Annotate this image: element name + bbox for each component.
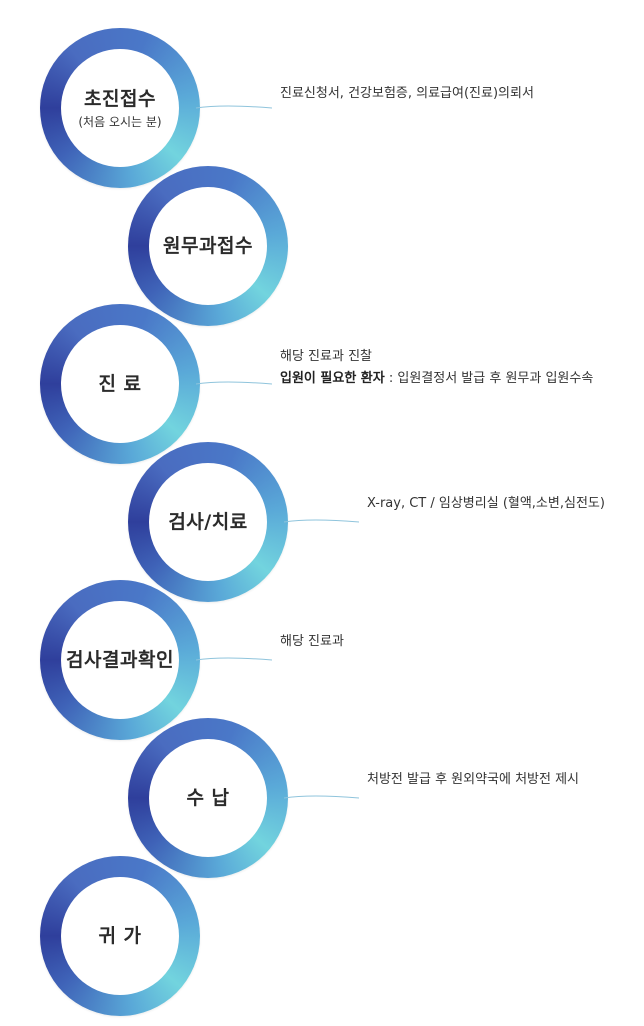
step-description: 처방전 발급 후 원외약국에 처방전 제시 bbox=[367, 769, 579, 791]
step-title: 귀 가 bbox=[98, 925, 142, 947]
step-ring bbox=[40, 304, 200, 464]
description-text: : 입원결정서 발급 후 원무과 입원수속 bbox=[384, 371, 594, 386]
description-emphasis: 입원이 필요한 환자 bbox=[280, 371, 385, 386]
step-ring bbox=[128, 718, 288, 878]
step-label: 초진접수 (처음 오시는 분) bbox=[40, 28, 200, 188]
description-line: X-ray, CT / 임상병리실 (혈액,소변,심전도) bbox=[367, 493, 605, 515]
step-subtitle: (처음 오시는 분) bbox=[78, 114, 162, 129]
step-title: 수 납 bbox=[186, 787, 230, 809]
description-line: 진료신청서, 건강보험증, 의료급여(진료)의뢰서 bbox=[280, 83, 534, 105]
step-title: 검사결과확인 bbox=[66, 649, 174, 671]
step-treatment: 진 료 bbox=[40, 304, 200, 464]
step-label: 원무과접수 bbox=[128, 166, 288, 326]
step-description: 해당 진료과 bbox=[280, 631, 344, 653]
step-payment: 수 납 bbox=[128, 718, 288, 878]
step-label: 검사결과확인 bbox=[40, 580, 200, 740]
step-ring bbox=[128, 166, 288, 326]
description-line: 처방전 발급 후 원외약국에 처방전 제시 bbox=[367, 769, 579, 791]
step-connector bbox=[196, 379, 272, 389]
description-text: X-ray, CT / 임상병리실 (혈액,소변,심전도) bbox=[367, 496, 605, 511]
step-ring bbox=[40, 580, 200, 740]
step-description: X-ray, CT / 임상병리실 (혈액,소변,심전도) bbox=[367, 493, 605, 515]
step-title: 초진접수 bbox=[84, 87, 156, 110]
step-connector bbox=[196, 103, 272, 113]
step-label: 진 료 bbox=[40, 304, 200, 464]
step-label: 수 납 bbox=[128, 718, 288, 878]
step-admin-reception: 원무과접수 bbox=[128, 166, 288, 326]
description-text: 해당 진료과 bbox=[280, 634, 344, 649]
step-connector bbox=[284, 517, 359, 527]
step-ring bbox=[40, 28, 200, 188]
description-line: 입원이 필요한 환자 : 입원결정서 발급 후 원무과 입원수속 bbox=[280, 368, 593, 390]
description-line: 해당 진료과 진찰 bbox=[280, 346, 593, 368]
step-title: 원무과접수 bbox=[163, 235, 253, 257]
description-text: 처방전 발급 후 원외약국에 처방전 제시 bbox=[367, 772, 580, 787]
step-title: 검사/치료 bbox=[168, 511, 248, 533]
step-go-home: 귀 가 bbox=[40, 856, 200, 1016]
step-ring bbox=[40, 856, 200, 1016]
step-label: 검사/치료 bbox=[128, 442, 288, 602]
description-text: 해당 진료과 진찰 bbox=[280, 349, 372, 364]
step-description: 진료신청서, 건강보험증, 의료급여(진료)의뢰서 bbox=[280, 83, 534, 105]
step-result-check: 검사결과확인 bbox=[40, 580, 200, 740]
description-text: 진료신청서, 건강보험증, 의료급여(진료)의뢰서 bbox=[280, 86, 534, 101]
step-label: 귀 가 bbox=[40, 856, 200, 1016]
step-first-visit: 초진접수 (처음 오시는 분) bbox=[40, 28, 200, 188]
step-test-therapy: 검사/치료 bbox=[128, 442, 288, 602]
step-connector bbox=[284, 793, 359, 803]
description-line: 해당 진료과 bbox=[280, 631, 344, 653]
step-ring bbox=[128, 442, 288, 602]
step-title: 진 료 bbox=[98, 373, 142, 395]
step-connector bbox=[196, 655, 272, 665]
